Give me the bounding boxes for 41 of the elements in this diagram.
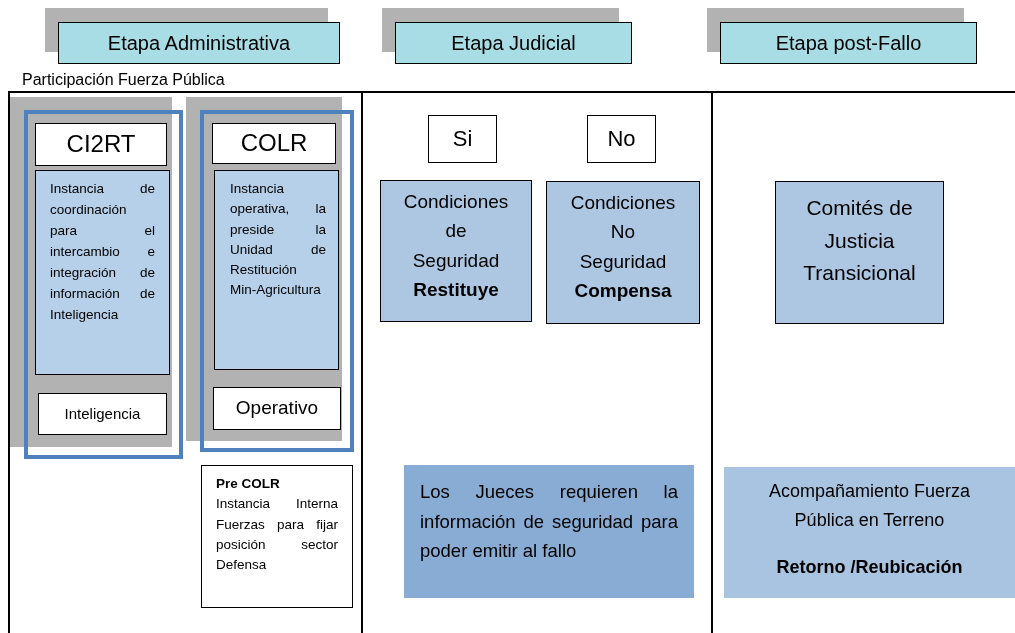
label-box (213, 387, 341, 430)
title-box (35, 123, 167, 166)
heading-text: Restituye (412, 278, 500, 303)
condition-box (380, 180, 532, 322)
option-box (428, 115, 497, 163)
heading-text: Pre COLR (216, 475, 281, 493)
description-box (214, 170, 339, 370)
label-box (38, 393, 167, 435)
stage-header (395, 22, 632, 64)
body-text: Si (451, 125, 474, 153)
section-label: Participación Fuerza Pública (22, 71, 225, 89)
group-frame (24, 110, 183, 459)
body-text: Etapa Judicial (450, 31, 577, 55)
condition-box (546, 181, 700, 324)
body-text: Instancia operativa, la preside la Unidad de Restitución Min-Agricultura (230, 180, 326, 300)
body-text: Comités de Justicia Transicional (802, 195, 917, 287)
description-box (35, 170, 170, 375)
body-text: Instancia Interna Fuerzas para fijar posición sector Defensa (216, 495, 338, 574)
note-box (201, 465, 353, 608)
body-text: Instancia de coordinación para el intercambio e integración de información de Inteligencia (50, 180, 155, 324)
stage-header (58, 22, 340, 64)
body-text: COLR (239, 129, 309, 158)
option-box (587, 115, 656, 163)
body-text: No (606, 125, 637, 153)
heading-text: Compensa (573, 279, 673, 304)
body-text: Etapa Administrativa (106, 31, 292, 55)
group-frame (200, 110, 354, 452)
body-text: Etapa post-Fallo (774, 31, 923, 55)
body-text: CI2RT (65, 130, 137, 159)
title-box (212, 123, 336, 164)
committee-box (775, 181, 944, 324)
body-text: Inteligencia (63, 405, 142, 423)
body-text: Condiciones No Seguridad (569, 191, 677, 274)
info-panel (724, 467, 1015, 598)
body-text: Los Jueces requieren la información de seguridad para poder emitir al fallo (420, 480, 678, 564)
stage-header (720, 22, 977, 64)
body-text: Operativo (234, 397, 320, 420)
heading-text: Retorno /Reubicación (775, 555, 964, 579)
body-text: Acompañamiento Fuerza Pública en Terreno (767, 480, 972, 532)
body-text: Condiciones de Seguridad (402, 190, 510, 273)
info-panel (404, 465, 694, 598)
